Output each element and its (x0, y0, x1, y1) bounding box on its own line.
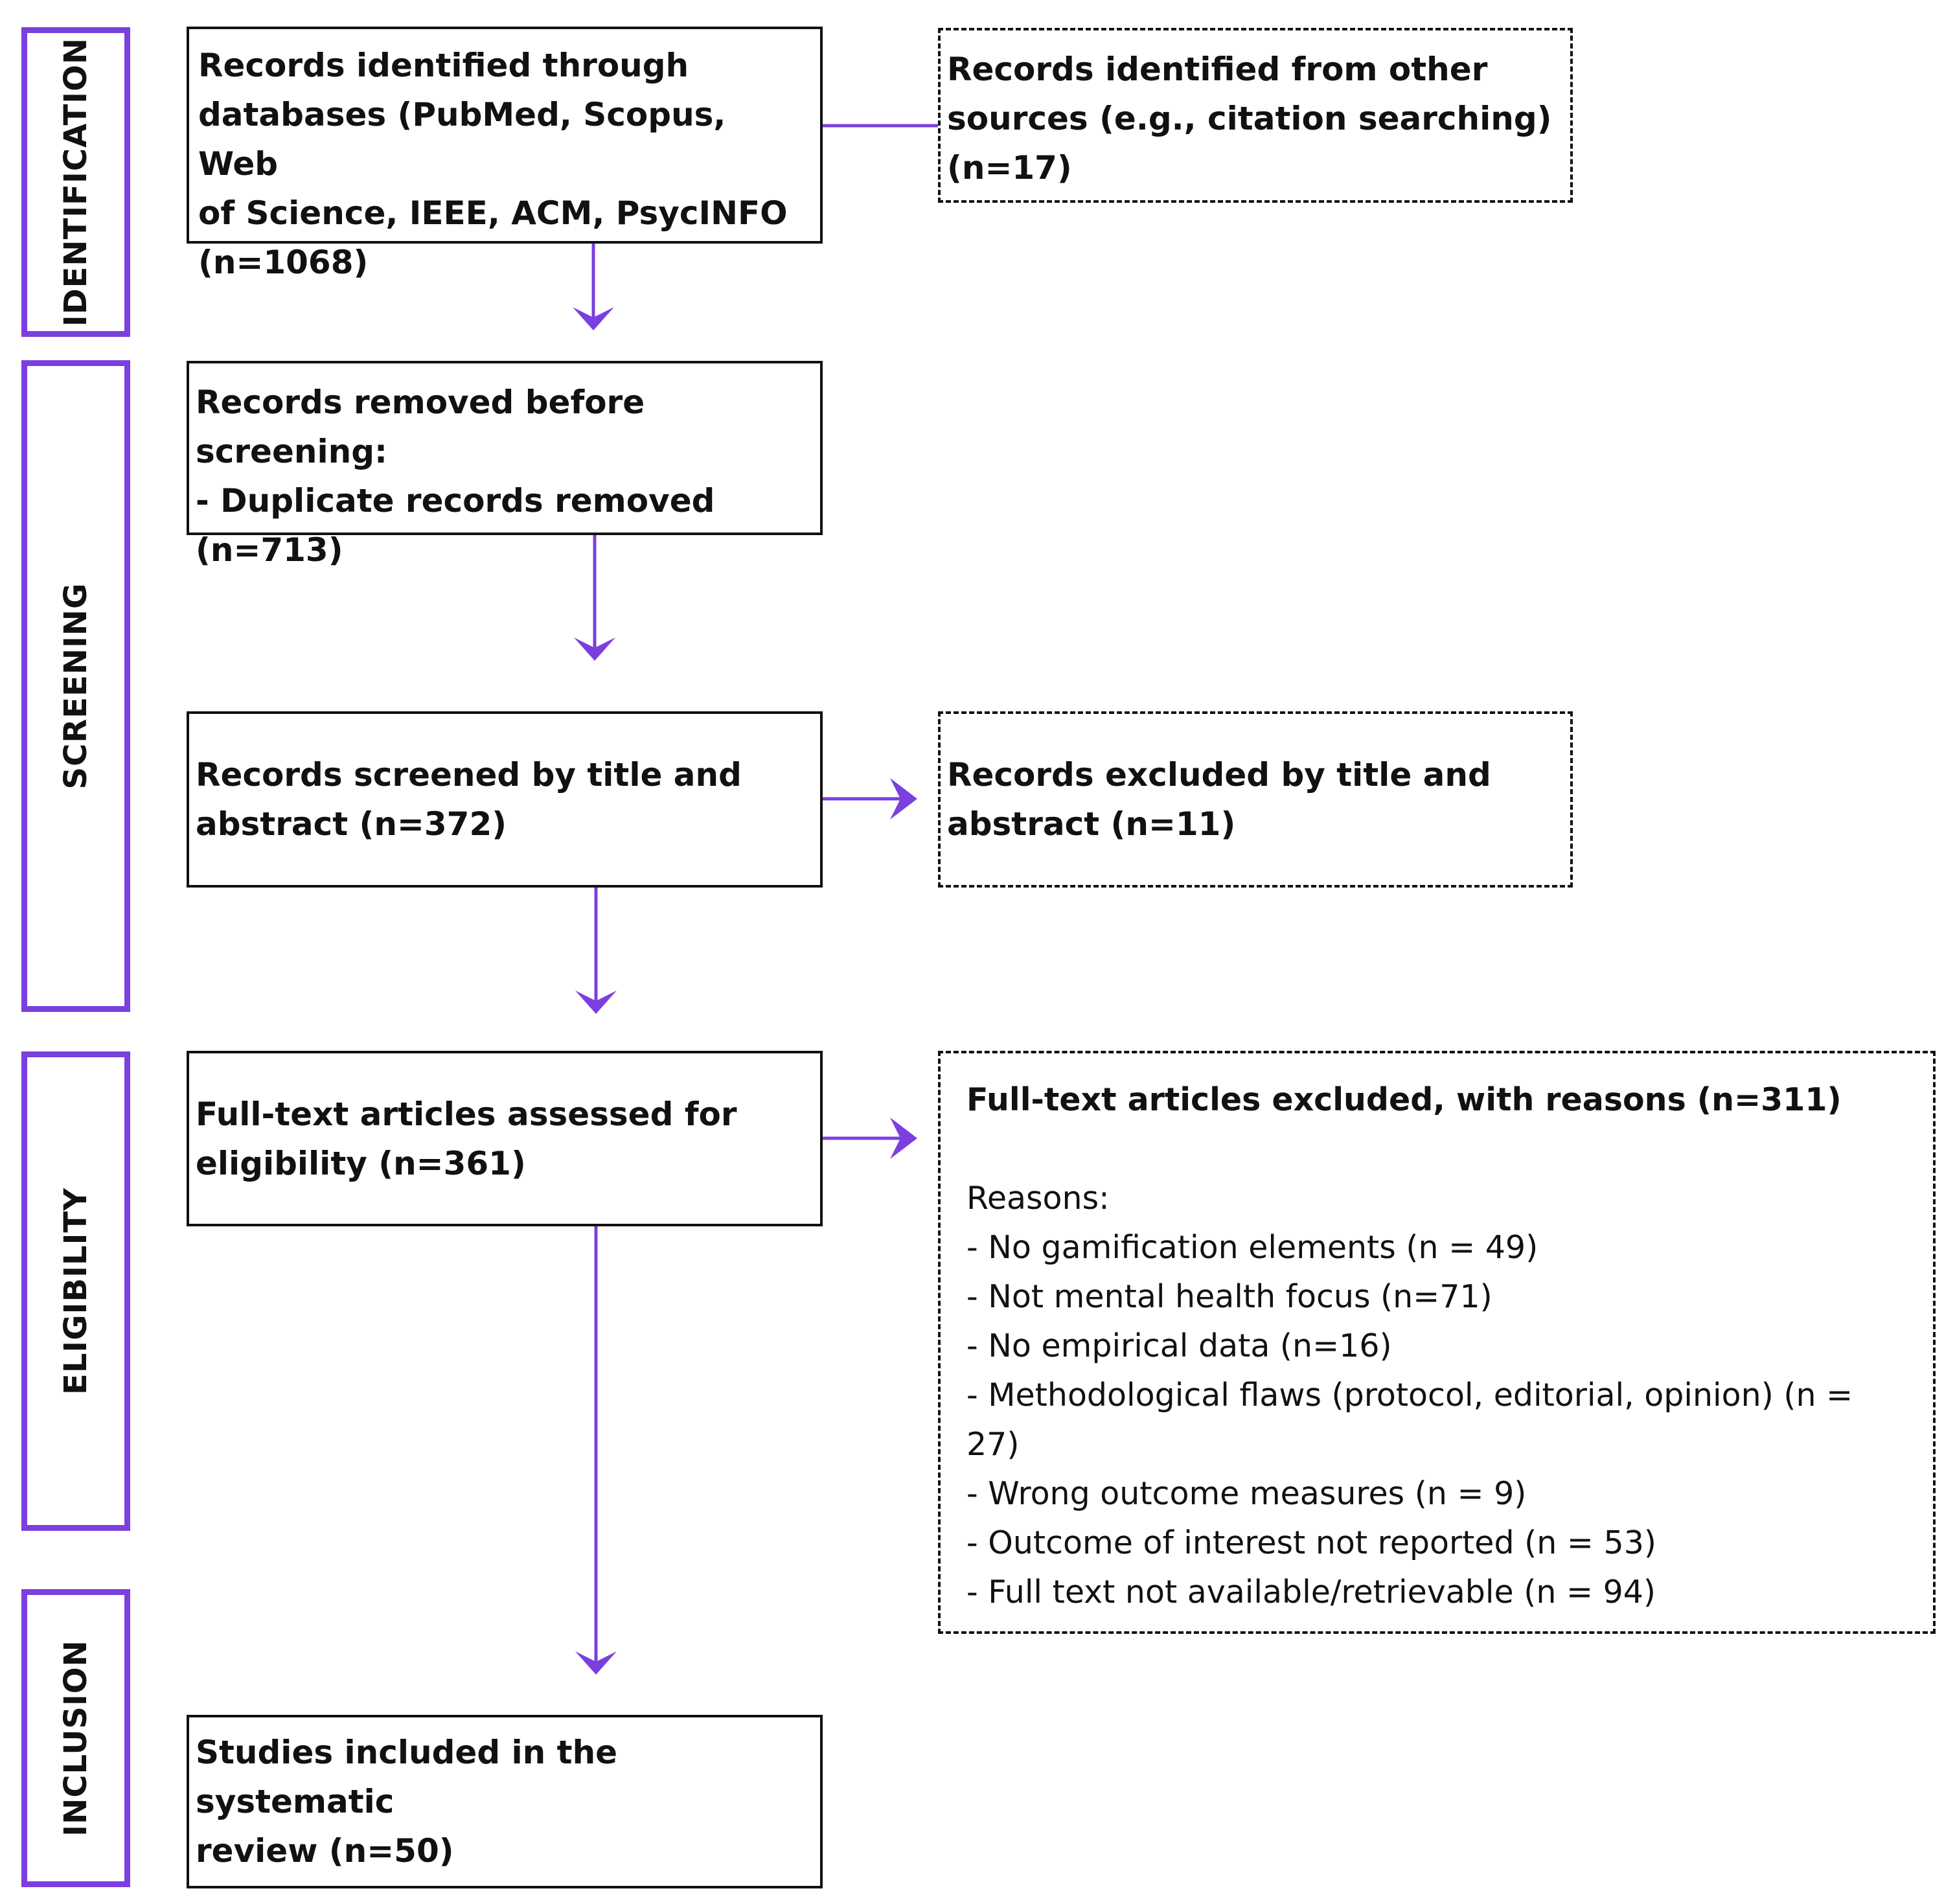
phase-screening: SCREENING (21, 360, 130, 1012)
phase-identification: IDENTIFICATION (21, 27, 130, 337)
exclusion-reason: - Wrong outcome measures (n = 9) (966, 1475, 1527, 1512)
arrowhead-right-1 (890, 778, 917, 820)
fulltext-excluded-title: Full-text articles excluded, with reason… (966, 1081, 1842, 1118)
exclusion-reason: - Outcome of interest not reported (n = … (966, 1524, 1656, 1561)
box-fulltext-assessed: Full-text articles assessed for eligibil… (187, 1051, 823, 1226)
box-records-identified-other: Records identified from other sources (e… (938, 28, 1573, 203)
box-text-records-excluded-title-abstract: Records excluded by title and abstract (… (947, 756, 1491, 843)
arrowhead-down-1 (573, 307, 614, 330)
box-studies-included: Studies included in the systematic revie… (187, 1715, 823, 1888)
box-text-fulltext-assessed: Full-text articles assessed for eligibil… (196, 1095, 737, 1182)
box-text-records-identified-other: Records identified from other sources (e… (947, 51, 1552, 187)
arrowhead-down-4 (575, 1651, 617, 1675)
box-text-studies-included: Studies included in the systematic revie… (196, 1734, 618, 1870)
box-text-records-removed-before-screening: Records removed before screening: - Dupl… (196, 384, 715, 569)
box-records-excluded-title-abstract: Records excluded by title and abstract (… (938, 711, 1573, 888)
exclusion-reason: - No empirical data (n=16) (966, 1327, 1392, 1364)
exclusion-reason: - Methodological flaws (protocol, editor… (966, 1377, 1853, 1463)
phase-label-screening: SCREENING (58, 582, 94, 790)
exclusion-reason: - Not mental health focus (n=71) (966, 1278, 1492, 1315)
phase-eligibility: ELIGIBILITY (21, 1051, 130, 1531)
phase-inclusion: INCLUSION (21, 1589, 130, 1887)
box-records-removed-before-screening: Records removed before screening: - Dupl… (187, 361, 823, 569)
box-text-records-identified-databases: Records identified through databases (Pu… (198, 47, 788, 281)
arrowhead-right-2 (890, 1118, 917, 1159)
fulltext-excluded-reasons-label: Reasons: (966, 1180, 1110, 1217)
exclusion-reason: - No gamification elements (n = 49) (966, 1229, 1538, 1266)
box-fulltext-excluded: Full-text articles excluded, with reason… (938, 1051, 1936, 1634)
phase-label-eligibility: ELIGIBILITY (58, 1187, 94, 1395)
phase-label-identification: IDENTIFICATION (58, 37, 94, 327)
box-text-records-screened: Records screened by title and abstract (… (196, 756, 742, 843)
box-records-identified-databases: Records identified through databases (Pu… (187, 27, 823, 281)
phase-label-inclusion: INCLUSION (58, 1640, 94, 1837)
fulltext-excluded-reasons-list: - No gamification elements (n = 49) - No… (966, 1223, 1907, 1617)
box-records-screened: Records screened by title and abstract (… (187, 711, 823, 888)
arrowhead-down-3 (575, 991, 617, 1014)
arrowhead-down-2 (574, 637, 615, 661)
exclusion-reason: - Full text not available/retrievable (n… (966, 1574, 1656, 1611)
